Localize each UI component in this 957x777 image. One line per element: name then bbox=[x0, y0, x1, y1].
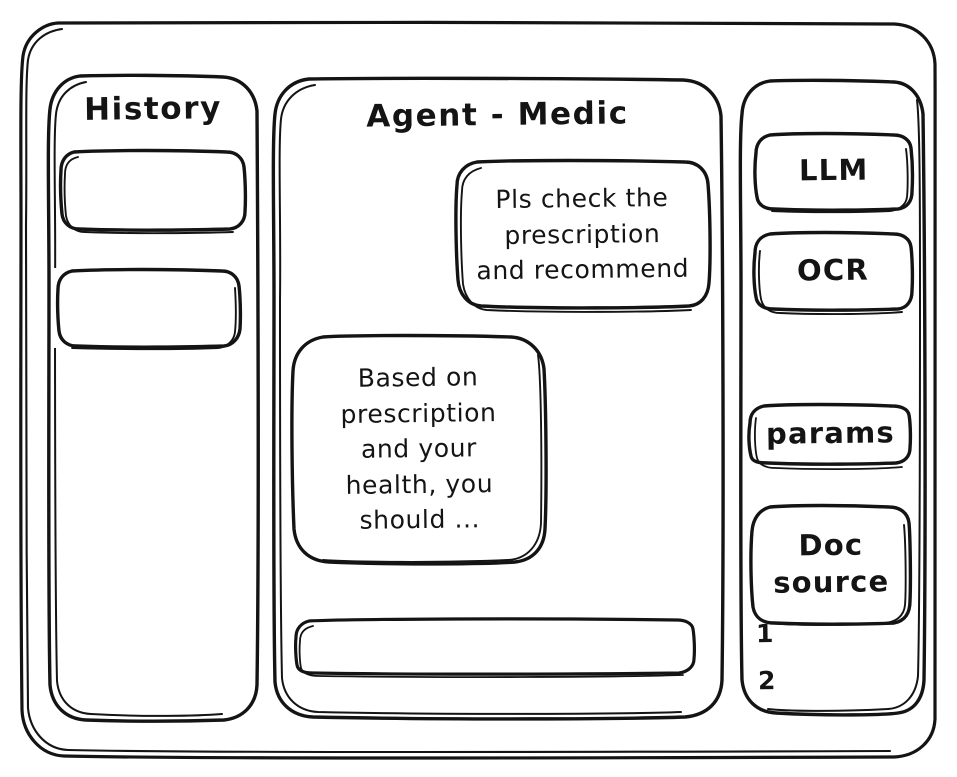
history-item[interactable] bbox=[58, 148, 248, 235]
tool-button-label: Doc source bbox=[772, 527, 890, 600]
tool-button-ocr[interactable]: OCR bbox=[750, 230, 916, 316]
message-bubble-user: Pls check the prescription and recommend bbox=[453, 158, 712, 313]
message-bubble-assistant: Based on prescription and your health, y… bbox=[289, 333, 549, 566]
tool-button-doc-source[interactable]: Doc source bbox=[748, 503, 914, 626]
message-text-user: Pls check the prescription and recommend bbox=[476, 182, 690, 286]
tool-button-params[interactable]: params bbox=[746, 402, 914, 470]
tool-button-label: OCR bbox=[796, 252, 870, 288]
history-title: History bbox=[83, 90, 223, 128]
message-text-assistant: Based on prescription and your health, y… bbox=[340, 362, 497, 535]
doc-source-item[interactable]: 1 bbox=[755, 619, 775, 649]
tool-button-label: params bbox=[765, 415, 895, 452]
page-title: Agent - Medic bbox=[366, 95, 629, 135]
doc-source-item[interactable]: 2 bbox=[757, 666, 777, 696]
history-item[interactable] bbox=[54, 267, 244, 351]
message-input[interactable] bbox=[293, 617, 698, 678]
tool-button-label: LLM bbox=[799, 153, 869, 188]
tool-button-llm[interactable]: LLM bbox=[752, 131, 916, 214]
